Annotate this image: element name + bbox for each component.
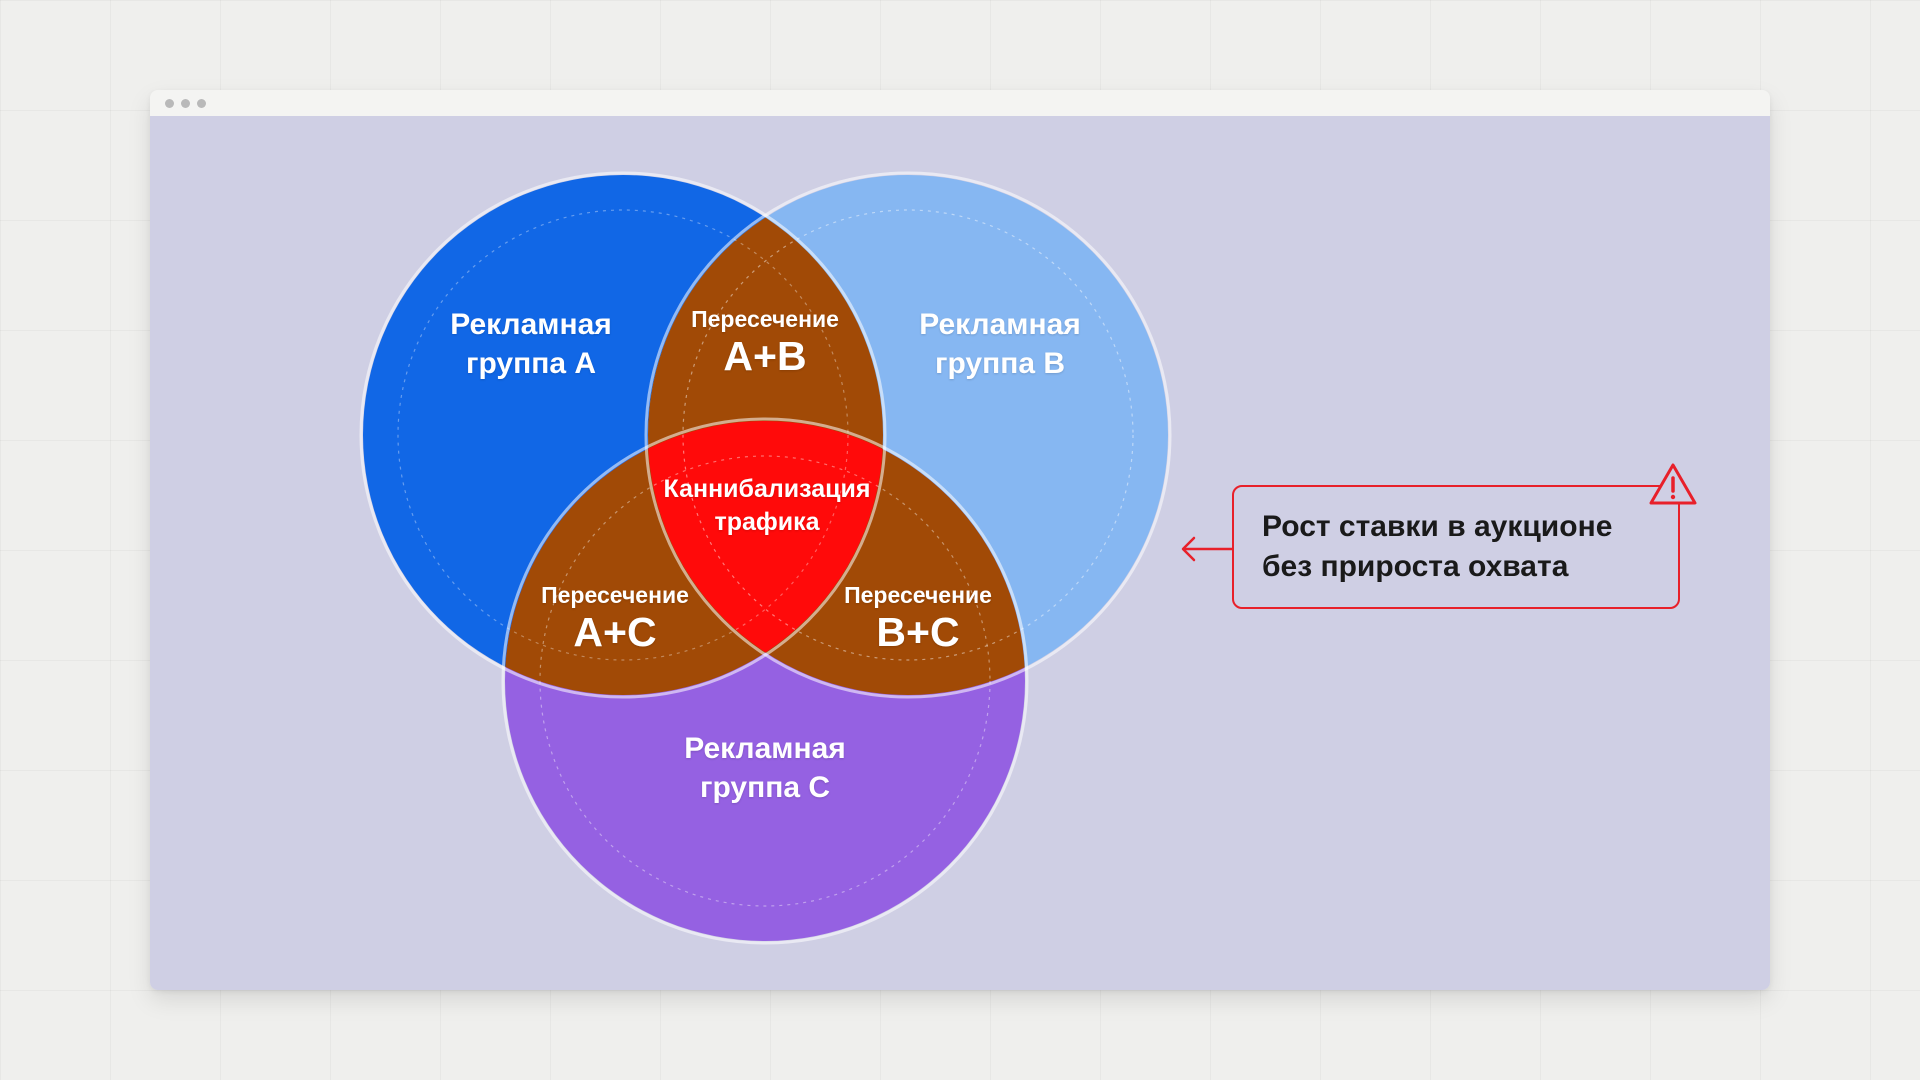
warning-triangle-icon — [1649, 463, 1697, 505]
window-control-dot[interactable] — [181, 99, 190, 108]
browser-window: Рекламная группа A Рекламная группа B Ре… — [150, 90, 1770, 990]
circle-c-guide — [539, 455, 991, 907]
intersection-ab-caption: Пересечение — [691, 306, 839, 332]
circle-c-label: Рекламная группа C — [684, 729, 846, 807]
callout-box: Рост ставки в аукционе без прироста охва… — [1232, 485, 1680, 609]
center-label: Каннибализация трафика — [664, 473, 871, 539]
intersection-bc-value: B+C — [876, 609, 960, 655]
circle-c-outline — [501, 417, 1029, 945]
intersection-ac-label: Пересечение A+C — [541, 581, 689, 655]
circle-b-outline — [644, 171, 1172, 699]
center-label-line2: трафика — [714, 508, 820, 536]
intersection-bc-label: Пересечение B+C — [844, 581, 992, 655]
circle-a-label-line2: группа A — [465, 347, 597, 380]
circle-a-outline — [359, 171, 887, 699]
circle-a-label: Рекламная группа A — [450, 305, 612, 383]
callout-line1: Рост ставки в аукционе — [1262, 510, 1613, 543]
intersection-bc-caption: Пересечение — [844, 582, 992, 608]
venn-diagram — [359, 171, 1172, 945]
arrow-left-icon — [1181, 536, 1234, 562]
circle-a-label-line1: Рекламная — [450, 308, 612, 341]
window-control-dot[interactable] — [197, 99, 206, 108]
window-control-dot[interactable] — [165, 99, 174, 108]
intersection-ab-value: A+B — [723, 333, 807, 379]
callout-line2: без прироста охвата — [1262, 550, 1569, 583]
intersection-ac-caption: Пересечение — [541, 582, 689, 608]
callout-text: Рост ставки в аукционе без прироста охва… — [1262, 507, 1612, 587]
circle-b-guide — [682, 209, 1134, 661]
circle-b-label-line2: группа B — [934, 347, 1066, 380]
window-titlebar — [150, 90, 1770, 117]
circle-c-label-line1: Рекламная — [684, 732, 846, 765]
circle-a-guide — [397, 209, 849, 661]
center-label-line1: Каннибализация — [663, 475, 871, 503]
diagram-canvas: Рекламная группа A Рекламная группа B Ре… — [150, 116, 1770, 990]
intersection-ab-label: Пересечение A+B — [691, 305, 839, 379]
circle-b-label: Рекламная группа B — [919, 305, 1081, 383]
intersection-ac-value: A+C — [573, 609, 657, 655]
circle-b-label-line1: Рекламная — [919, 308, 1081, 341]
circle-c-label-line2: группа C — [699, 771, 831, 804]
